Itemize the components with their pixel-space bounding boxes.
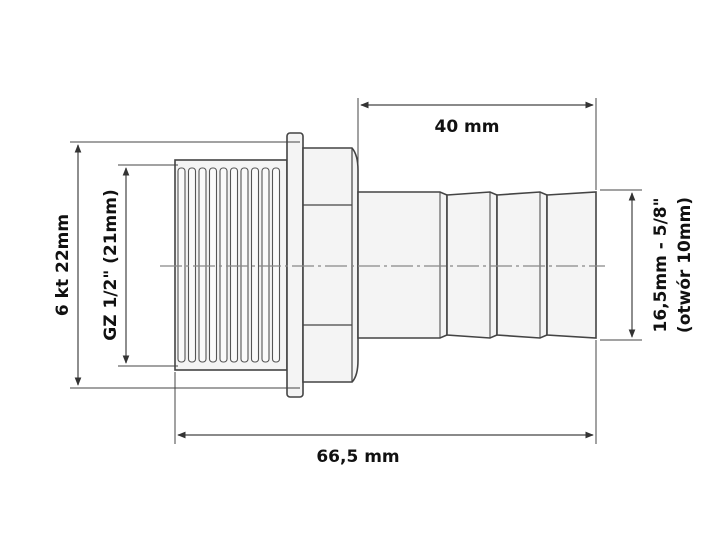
threaded-section	[174, 159, 288, 371]
dimension-hex: 6 kt 22mm	[53, 141, 300, 389]
thread-ridge	[271, 167, 281, 363]
thread-ridges	[177, 167, 281, 363]
dimension-66-5mm: 66,5 mm	[174, 340, 597, 467]
dimension-label-barb-outer: 16,5mm - 5/8"	[651, 198, 671, 333]
thread-ridge	[240, 167, 249, 363]
hose-barb	[357, 191, 597, 339]
dimension-40mm: 40 mm	[357, 98, 597, 190]
hex-nut	[302, 147, 359, 383]
dimension-label-thread: GZ 1/2" (21mm)	[101, 189, 121, 340]
dimension-thread: GZ 1/2" (21mm)	[101, 164, 178, 367]
thread-ridge	[250, 167, 260, 363]
thread-ridge	[198, 167, 207, 363]
thread-ridge	[187, 167, 197, 363]
dimension-label-hex: 6 kt 22mm	[53, 214, 73, 316]
dimension-barb: 16,5mm - 5/8" (otwór 10mm)	[600, 189, 695, 341]
thread-ridge	[208, 167, 218, 363]
dimension-label-66-5mm: 66,5 mm	[316, 447, 399, 467]
dimension-label-barb-bore: (otwór 10mm)	[675, 197, 695, 333]
thread-ridge	[177, 167, 186, 363]
thread-ridge	[229, 167, 239, 363]
flange	[286, 132, 304, 398]
thread-ridge	[219, 167, 228, 363]
dimension-label-40mm: 40 mm	[434, 117, 499, 137]
thread-ridge	[261, 167, 270, 363]
